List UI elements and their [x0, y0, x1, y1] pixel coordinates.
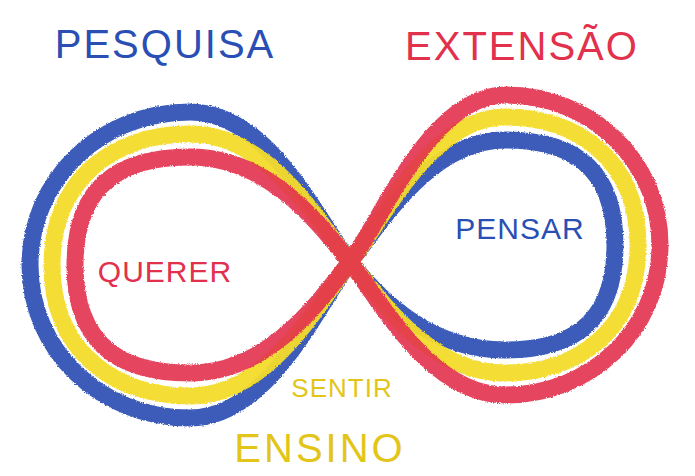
red-band: [75, 95, 660, 395]
label-text: EXTENSÃO: [405, 24, 639, 68]
label-text: QUERER: [98, 255, 232, 288]
label-text: PESQUISA: [55, 22, 276, 66]
label-text: SENTIR: [291, 374, 392, 403]
label-text: ENSINO: [234, 426, 405, 470]
label-text: PENSAR: [455, 212, 584, 245]
